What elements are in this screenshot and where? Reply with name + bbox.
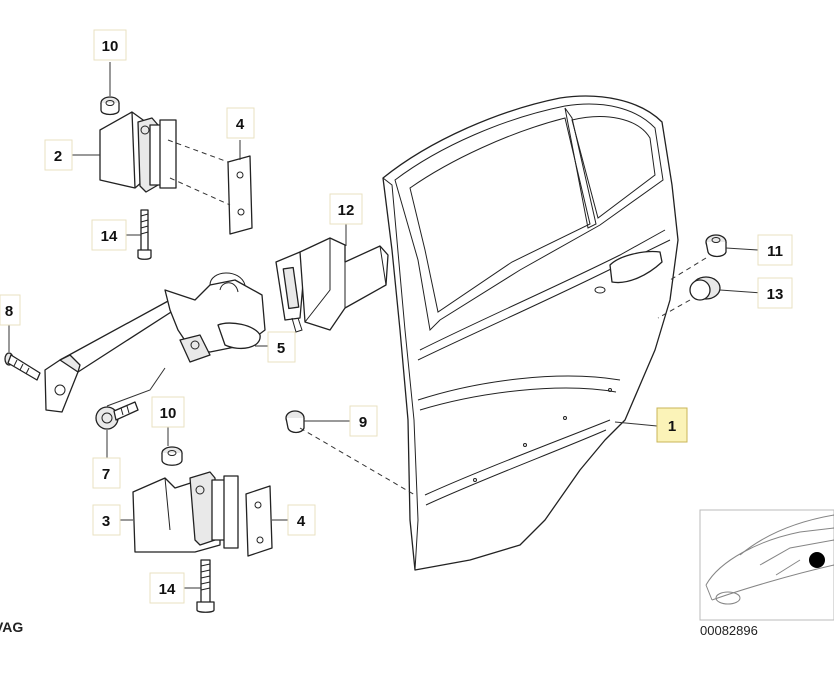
- callout-7-text: 7: [102, 466, 110, 483]
- backing-plate-4-top: [227, 155, 253, 235]
- bolt-8: [4, 352, 41, 381]
- callout-12[interactable]: 12: [329, 193, 363, 225]
- door-bracket-12: [275, 237, 389, 333]
- callout-2-text: 2: [54, 148, 62, 165]
- callout-10-lower-text: 10: [160, 405, 177, 422]
- diagram-number: 00082896: [700, 623, 758, 638]
- callout-7[interactable]: 7: [92, 457, 121, 489]
- grommet-11: [705, 234, 727, 258]
- callout-10-lower[interactable]: 10: [151, 396, 185, 428]
- lower-door-hinge: [132, 471, 239, 553]
- bolt-14-top: [137, 209, 152, 260]
- callout-1-text: 1: [668, 418, 676, 435]
- footer-left-text: VAG: [0, 619, 23, 635]
- callout-13-text: 13: [767, 286, 784, 303]
- callout-4-lower-text: 4: [297, 513, 306, 530]
- callout-11-text: 11: [767, 243, 783, 260]
- callout-8[interactable]: 8: [0, 294, 21, 326]
- callout-13[interactable]: 13: [757, 277, 793, 309]
- callout-2[interactable]: 2: [44, 139, 73, 171]
- rear-door-panel: [382, 95, 679, 571]
- callout-1-highlighted[interactable]: 1: [656, 407, 688, 443]
- callout-5[interactable]: 5: [267, 331, 296, 363]
- callout-11[interactable]: 11: [757, 234, 793, 266]
- callout-9-text: 9: [359, 414, 367, 431]
- grommet-9: [285, 410, 305, 434]
- callout-5-text: 5: [277, 340, 285, 357]
- backing-plate-4-lower: [245, 485, 273, 557]
- callout-9[interactable]: 9: [349, 405, 378, 437]
- callout-4-top[interactable]: 4: [226, 107, 255, 139]
- location-marker-dot: [809, 552, 825, 568]
- callout-10-top[interactable]: 10: [93, 29, 127, 61]
- callout-10-top-text: 10: [102, 38, 119, 55]
- callout-3[interactable]: 3: [92, 504, 121, 536]
- upper-door-hinge: [99, 111, 177, 193]
- callout-14-lower[interactable]: 14: [149, 572, 185, 604]
- bolt-7: [95, 401, 139, 430]
- vehicle-locator-thumbnail: [699, 509, 834, 621]
- plug-13: [689, 276, 721, 301]
- callout-14-top[interactable]: 14: [91, 219, 127, 251]
- bolt-14-lower: [196, 559, 215, 613]
- callout-3-text: 3: [102, 513, 110, 530]
- nut-10-top: [100, 96, 120, 116]
- callout-14-lower-text: 14: [159, 581, 176, 598]
- callout-4-top-text: 4: [236, 116, 245, 133]
- callout-4-lower[interactable]: 4: [287, 504, 316, 536]
- callout-14-top-text: 14: [101, 228, 118, 245]
- nut-10-lower: [161, 446, 183, 466]
- callout-12-text: 12: [338, 202, 355, 219]
- callout-8-text: 8: [5, 303, 13, 320]
- leader-lines: [8, 62, 763, 589]
- door-check-strap: [44, 272, 266, 413]
